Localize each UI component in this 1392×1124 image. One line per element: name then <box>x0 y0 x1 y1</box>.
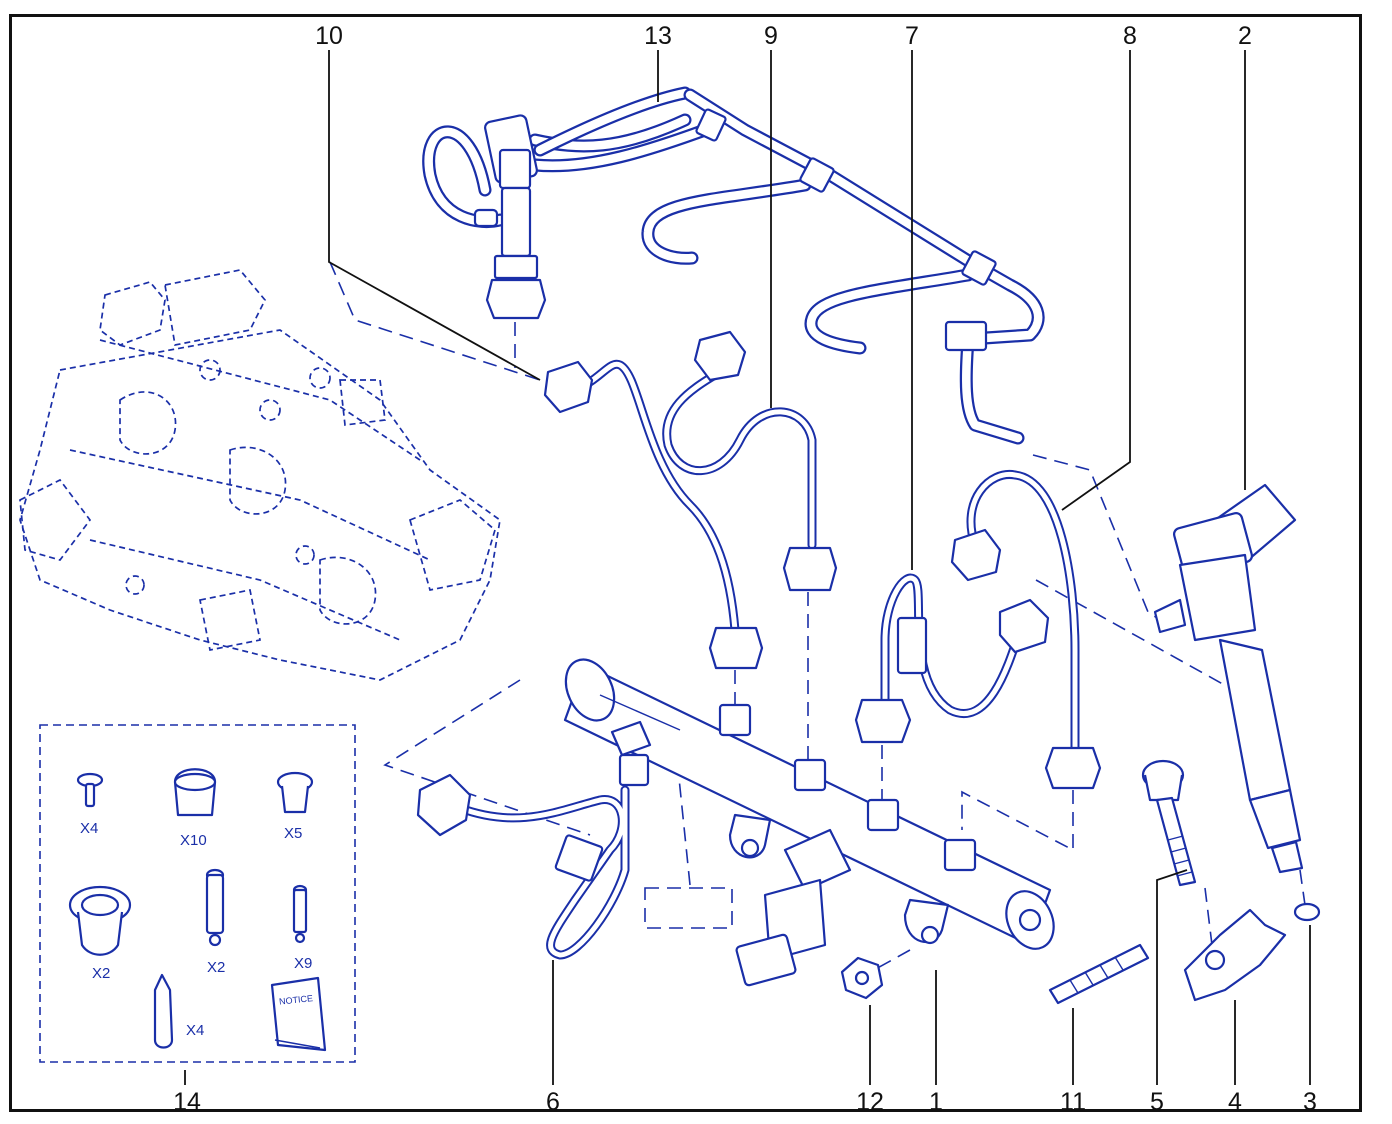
leader-lines <box>184 50 1311 1085</box>
callout-5: 5 <box>1150 1088 1164 1116</box>
common-rail <box>563 658 1055 987</box>
bolt-5 <box>1141 759 1197 887</box>
callout-2: 2 <box>1238 22 1252 50</box>
qty-screw: X4 <box>80 820 98 837</box>
diagram-frame <box>9 14 1362 1112</box>
qty-cap: X10 <box>180 832 207 849</box>
callout-3: 3 <box>1303 1088 1317 1116</box>
kit-plug-icon <box>153 973 174 1049</box>
fuel-pump-outline <box>19 269 501 681</box>
kit-screw-icon <box>76 772 104 808</box>
return-hose-assembly <box>422 86 1045 445</box>
callout-labels: 10 13 9 7 8 2 14 6 12 1 11 5 4 3 <box>173 22 1317 1116</box>
callout-13: 13 <box>644 22 672 50</box>
callout-10: 10 <box>315 22 343 50</box>
callout-4: 4 <box>1228 1088 1242 1116</box>
callout-12: 12 <box>856 1088 884 1116</box>
qty-spacer: X2 <box>207 959 225 976</box>
injector-pipe-8 <box>950 470 1102 790</box>
nut-12 <box>840 956 884 1000</box>
injector-pipe-10 <box>543 359 764 670</box>
callout-7: 7 <box>905 22 919 50</box>
callout-11: 11 <box>1060 1088 1086 1116</box>
qty-pin: X9 <box>294 955 312 972</box>
callout-1: 1 <box>929 1088 943 1116</box>
injector-pipe-7 <box>854 573 1050 744</box>
clamp-4 <box>1183 908 1287 1002</box>
injector-2 <box>1153 483 1304 874</box>
kit-spacer-icon <box>205 868 225 947</box>
kit-quantities: X4 X10 X5 X2 X2 X9 X4 NOTICE <box>80 820 313 1039</box>
qty-plug: X4 <box>186 1022 204 1039</box>
seal-ring-3 <box>1293 902 1321 922</box>
qty-bush: X5 <box>284 825 302 842</box>
callout-9: 9 <box>764 22 778 50</box>
feed-pipe-6 <box>416 773 630 960</box>
notice-text: NOTICE <box>279 993 314 1007</box>
kit-bush-icon <box>276 771 314 814</box>
kit-large-plug-icon <box>68 885 132 956</box>
kit-pin-icon <box>292 884 308 944</box>
callout-8: 8 <box>1123 22 1137 50</box>
kit-notice-booklet-icon <box>270 976 327 1052</box>
injector-pipe-9 <box>662 330 838 592</box>
parts-kit-14 <box>39 724 356 1063</box>
qty-large-plug: X2 <box>92 965 110 982</box>
callout-6: 6 <box>546 1088 560 1116</box>
callout-14: 14 <box>173 1088 201 1116</box>
kit-cap-icon <box>173 768 217 817</box>
stud-11 <box>1048 943 1150 1005</box>
